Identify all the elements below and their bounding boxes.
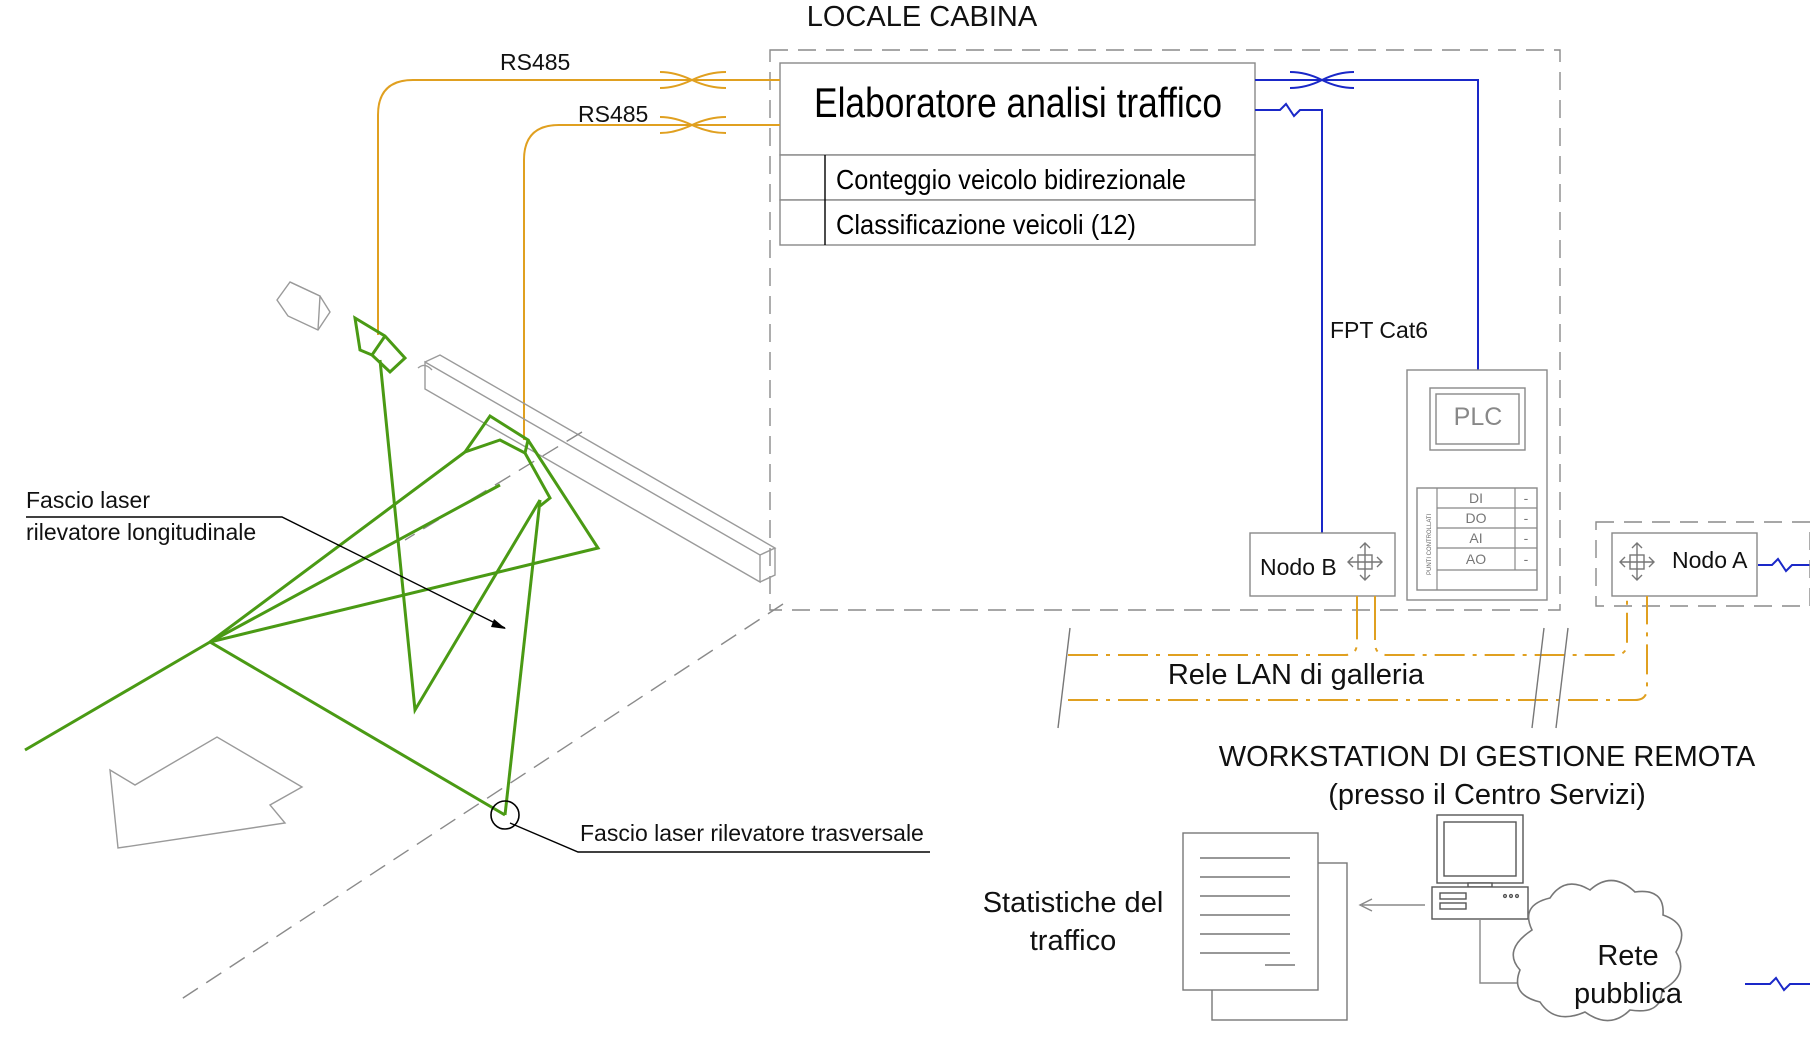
laser-beams bbox=[24, 359, 601, 817]
lan-ring bbox=[1057, 596, 1648, 729]
fpt-cat6-label: FPT Cat6 bbox=[1330, 317, 1428, 343]
node-b: Nodo B bbox=[1249, 532, 1396, 610]
laser-transversal-label: Fascio laser rilevatore trasversale bbox=[580, 820, 924, 846]
document-stack-icon bbox=[1182, 832, 1348, 1021]
plc-title: PLC bbox=[1454, 403, 1503, 431]
road-edge-line bbox=[179, 603, 784, 1001]
traffic-processor: Elaboratore analisi traffico Conteggio v… bbox=[779, 62, 1256, 246]
node-a-label: Nodo A bbox=[1672, 547, 1748, 573]
processor-row-classification: Classificazione veicoli (12) bbox=[836, 209, 1136, 240]
laser-transversal-leader bbox=[509, 822, 930, 853]
plc-cabinet: PLC PUNTI CONTROLLATI DI DO AI AO - - - … bbox=[1406, 369, 1548, 601]
laser-sensor-transversal bbox=[461, 413, 552, 508]
plc-io-ai-value: - bbox=[1524, 530, 1529, 546]
diagram-title: LOCALE CABINA bbox=[807, 1, 1038, 33]
plc-io-do-value: - bbox=[1524, 510, 1529, 526]
laser-longitudinal-label-line1: Fascio laser bbox=[26, 487, 150, 513]
camera-housing bbox=[276, 281, 331, 331]
rs485-bottom-label: RS485 bbox=[578, 101, 648, 127]
plc-side-label: PUNTI CONTROLLATI bbox=[1427, 513, 1433, 575]
plc-io-ai: AI bbox=[1469, 530, 1482, 546]
plc-io-di: DI bbox=[1469, 490, 1483, 506]
laser-longitudinal-label-line2: rilevatore longitudinale bbox=[26, 519, 256, 545]
plc-io-ao: AO bbox=[1466, 551, 1486, 567]
computer-icon bbox=[1431, 814, 1529, 920]
node-a: Nodo A bbox=[1611, 532, 1758, 597]
plc-io-do: DO bbox=[1466, 510, 1487, 526]
processor-title: Elaboratore analisi traffico bbox=[814, 79, 1222, 126]
stats-label-line1: Statistiche del bbox=[983, 887, 1164, 919]
laser-longitudinal-leader bbox=[26, 516, 506, 629]
workstation-title: WORKSTATION DI GESTIONE REMOTA bbox=[1219, 741, 1756, 773]
lane-arrow bbox=[109, 736, 304, 849]
cloud-icon bbox=[1512, 879, 1683, 1022]
workstation-subtitle: (presso il Centro Servizi) bbox=[1328, 779, 1645, 811]
rs485-cables bbox=[377, 71, 780, 440]
router-icon bbox=[1619, 542, 1655, 581]
road-center-line bbox=[404, 431, 583, 541]
cloud-label-line1: Rete bbox=[1597, 940, 1658, 972]
router-icon bbox=[1347, 542, 1383, 581]
stats-label-line2: traffico bbox=[1030, 925, 1117, 957]
node-a-boundary bbox=[1595, 521, 1810, 607]
gantry-beam bbox=[417, 354, 777, 584]
rs485-top-label: RS485 bbox=[500, 49, 570, 75]
node-b-label: Nodo B bbox=[1260, 554, 1337, 580]
laser-sensor-longitudinal bbox=[353, 315, 408, 375]
processor-row-counting: Conteggio veicolo bidirezionale bbox=[836, 164, 1186, 195]
laser-target-marker bbox=[490, 800, 520, 830]
network-cables bbox=[1255, 71, 1810, 992]
plc-io-ao-value: - bbox=[1524, 551, 1529, 567]
lan-label: Rele LAN di galleria bbox=[1168, 659, 1425, 691]
cloud-label-line2: pubblica bbox=[1574, 978, 1683, 1010]
plc-io-di-value: - bbox=[1524, 490, 1529, 506]
cabin-boundary bbox=[769, 49, 1561, 611]
